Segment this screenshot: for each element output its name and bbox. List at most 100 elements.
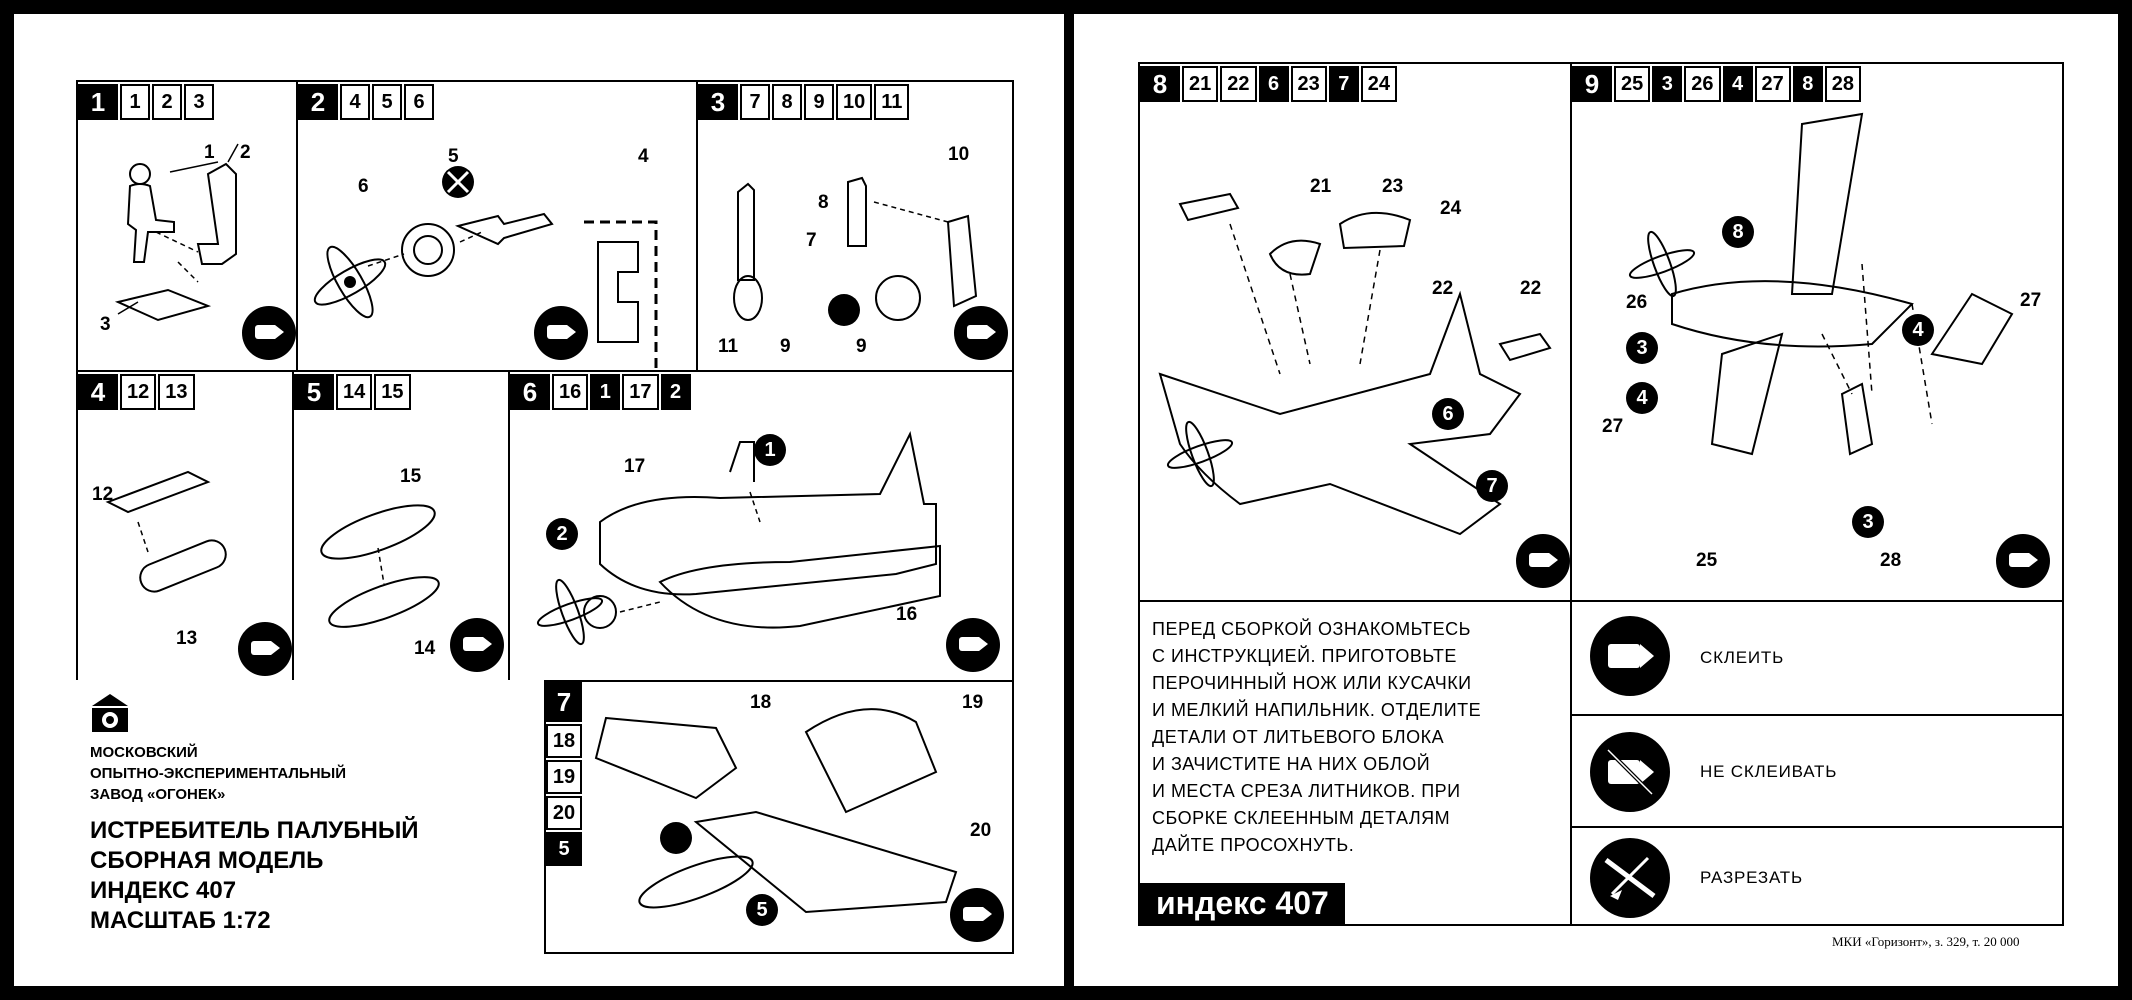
- step-number: 1: [78, 84, 118, 120]
- part-number: 12: [120, 374, 157, 410]
- part-number: 10: [836, 84, 873, 120]
- part-label: 18: [750, 692, 772, 713]
- part-number: 16: [552, 374, 589, 410]
- part-label: 22: [1432, 278, 1454, 299]
- part-label: 11: [718, 336, 739, 357]
- part-number: 23: [1290, 66, 1327, 102]
- assembly-number: 8: [1792, 66, 1823, 102]
- wing-assembly-drawing: [594, 708, 958, 914]
- step-3-panel: 3 7 8 9 10 11 10 8 7 11 9 9: [696, 80, 1014, 372]
- part-number: 5: [372, 84, 402, 120]
- glue-icon: [946, 618, 1000, 672]
- part-number: 20: [546, 796, 582, 830]
- step-number: 9: [1572, 66, 1612, 102]
- step-6-header: 6 16 1 17 2: [510, 372, 693, 412]
- part-number: 24: [1360, 66, 1397, 102]
- part-label: 21: [1310, 176, 1332, 197]
- part-label: 6: [358, 176, 369, 197]
- factory-logo-icon: [92, 694, 128, 732]
- symbol-legend: СКЛЕИТЬ НЕ СКЛЕИВАТЬ РАЗРЕЗ: [1570, 600, 2064, 926]
- assembly-number: 3: [1652, 66, 1683, 102]
- glue-icon: [534, 306, 588, 360]
- glue-icon: [450, 618, 504, 672]
- part-label: 5: [448, 146, 459, 167]
- assembly-callout: 5: [746, 894, 778, 926]
- legend-label-glue: СКЛЕИТЬ: [1700, 648, 1785, 667]
- assembly-callout: 4: [1626, 382, 1658, 414]
- assembly-callout: 6: [1432, 398, 1464, 430]
- legend-row-no-glue: НЕ СКЛЕИВАТЬ: [1572, 716, 2062, 828]
- part-label: 9: [856, 336, 867, 357]
- part-label: 7: [806, 230, 817, 251]
- part-number: 3: [184, 84, 214, 120]
- part-label: 17: [624, 456, 646, 477]
- glue-icon: [1516, 534, 1570, 588]
- assembly-number: 2: [660, 374, 691, 410]
- assembly-number: 5: [546, 832, 582, 866]
- assembly-number: 7: [1328, 66, 1359, 102]
- part-number: 4: [340, 84, 370, 120]
- assembly-number: 1: [590, 374, 621, 410]
- glue-icon: [950, 888, 1004, 942]
- part-number: 14: [336, 374, 373, 410]
- part-label: 9: [780, 336, 791, 357]
- assembly-callout: 3: [1852, 506, 1884, 538]
- title-line: СБОРНАЯ МОДЕЛЬ: [90, 847, 324, 874]
- part-number: 2: [152, 84, 182, 120]
- part-label: 20: [970, 820, 992, 841]
- part-label: 3: [100, 314, 111, 335]
- assembly-instructions: ПЕРЕД СБОРКОЙ ОЗНАКОМЬТЕСЬ С ИНСТРУКЦИЕЙ…: [1152, 619, 1482, 855]
- step-9-header: 9 25 3 26 4 27 8 28: [1572, 64, 1863, 104]
- step-number: 2: [298, 84, 338, 120]
- part-label: 27: [2020, 290, 2042, 311]
- part-number: 6: [404, 84, 434, 120]
- step-8-header: 8 21 22 6 23 7 24: [1140, 64, 1399, 104]
- model-title: ИСТРЕБИТЕЛЬ ПАЛУБНЫЙ СБОРНАЯ МОДЕЛЬ ИНДЕ…: [90, 816, 419, 936]
- part-label: 23: [1382, 176, 1404, 197]
- step-7-header: 7 18 19 20 5: [546, 682, 582, 868]
- step-number: 6: [510, 374, 550, 410]
- part-number: 8: [772, 84, 802, 120]
- step-number: 3: [698, 84, 738, 120]
- part-label: 15: [400, 466, 422, 487]
- part-number: 22: [1220, 66, 1257, 102]
- assembly-callout: 1: [754, 434, 786, 466]
- part-label: 14: [414, 638, 436, 659]
- assembly-callout: 3: [1626, 332, 1658, 364]
- part-number: 18: [546, 724, 582, 758]
- brand-index-label: индекс 407: [1140, 883, 1345, 924]
- drop-tank-drawing: [105, 470, 227, 593]
- assembly-number: 4: [1722, 66, 1753, 102]
- pilot-seat-drawing: [114, 143, 239, 322]
- engine-propeller-drawing: [313, 166, 658, 384]
- part-number: 27: [1754, 66, 1791, 102]
- glue-icon: [1590, 616, 1670, 696]
- part-label: 27: [1602, 416, 1624, 437]
- part-label: 24: [1440, 198, 1462, 219]
- part-label: 10: [948, 144, 970, 165]
- left-instruction-page: 1 1 2 3 1 2 3 2 4 5 6: [14, 14, 1064, 986]
- step-number: 7: [546, 682, 582, 722]
- legend-label-no-glue: НЕ СКЛЕИВАТЬ: [1700, 762, 1838, 781]
- step-number: 8: [1140, 66, 1180, 102]
- part-label: 8: [818, 192, 829, 213]
- part-label: 2: [240, 142, 251, 163]
- manufacturer-line: Московский: [90, 744, 198, 761]
- assembly-callout: 2: [546, 518, 578, 550]
- part-number: 21: [1182, 66, 1219, 102]
- legend-row-glue: СКЛЕИТЬ: [1572, 602, 2062, 716]
- right-instruction-page: 8 21 22 6 23 7 24 21 23 24 22 22 6 7 9: [1074, 14, 2118, 986]
- glue-icon: [242, 306, 296, 360]
- part-label: 1: [204, 142, 215, 163]
- part-label: 28: [1880, 550, 1902, 571]
- part-number: 1: [120, 84, 150, 120]
- legend-label-cut: РАЗРЕЗАТЬ: [1700, 868, 1803, 887]
- underside-assembly-drawing: [1628, 112, 2014, 456]
- step-4-panel: 4 12 13 12 13: [76, 370, 294, 682]
- step-2-header: 2 4 5 6: [298, 82, 436, 122]
- assembly-callout: 8: [1722, 216, 1754, 248]
- title-line: МАСШТАБ 1:72: [90, 907, 271, 934]
- step-5-panel: 5 14 15 15 14: [292, 370, 510, 682]
- part-number: 28: [1824, 66, 1861, 102]
- part-number: 25: [1614, 66, 1651, 102]
